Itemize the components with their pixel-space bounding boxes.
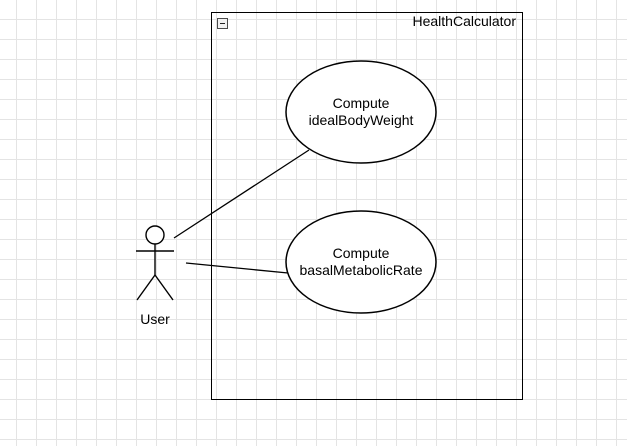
system-boundary[interactable]: HealthCalculator (211, 12, 523, 400)
actor-user[interactable] (136, 225, 174, 301)
actor-right-leg (154, 274, 174, 301)
use-case-ideal-body-weight[interactable] (285, 60, 437, 164)
use-case-ideal-body-weight-line1: Compute (332, 95, 390, 111)
actor-name: User (140, 311, 170, 327)
actor-head (145, 225, 165, 245)
use-case-ideal-body-weight-label: Compute idealBodyWeight (286, 95, 436, 129)
actor-left-leg (136, 274, 156, 301)
collapse-button[interactable] (217, 18, 228, 29)
association-line-ideal-body-weight[interactable] (173, 149, 310, 239)
use-case-basal-metabolic-rate[interactable] (285, 210, 437, 314)
use-case-basal-metabolic-rate-label: Compute basalMetabolicRate (286, 245, 436, 279)
use-case-basal-metabolic-rate-line2: basalMetabolicRate (299, 262, 423, 278)
association-line-basal-metabolic-rate[interactable] (185, 262, 289, 274)
system-title: HealthCalculator (412, 13, 517, 29)
use-case-basal-metabolic-rate-line1: Compute (332, 245, 390, 261)
use-case-ideal-body-weight-line2: idealBodyWeight (308, 112, 414, 128)
